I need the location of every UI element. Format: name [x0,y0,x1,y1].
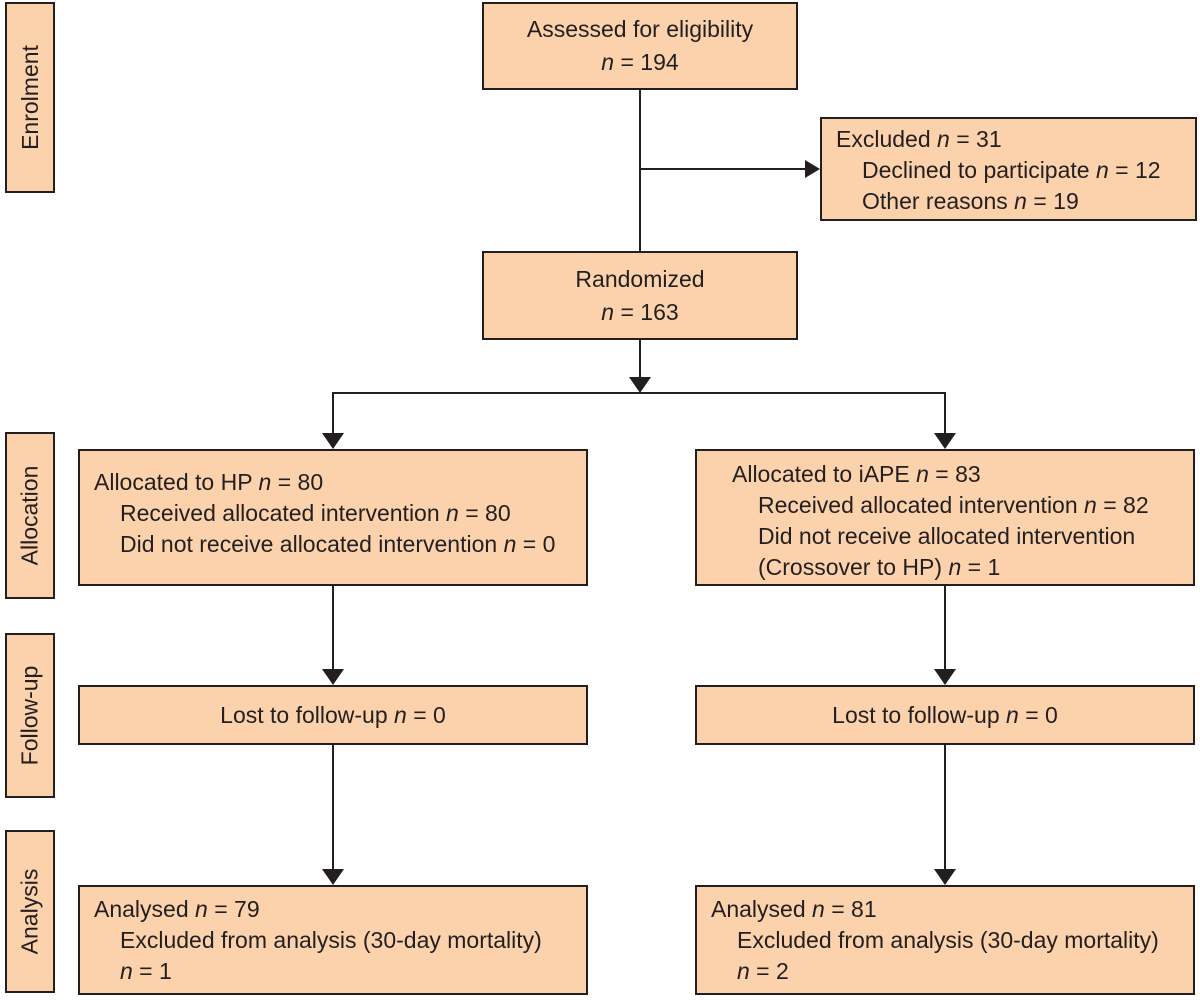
stage-label-allocation: Allocation [5,432,55,599]
connector-followup-to-analysis-iape [944,745,946,870]
arrowhead-followup-hp-icon [322,669,344,685]
box-text-line: Lost to follow-up n = 0 [220,701,446,728]
arrowhead-analysis-iape-icon [934,869,956,885]
box-text-line: n = 2 [737,958,789,984]
box-assessed-eligibility: Assessed for eligibility n = 194 [482,2,798,90]
arrowhead-excluded-icon [805,160,820,178]
stage-label-followup: Follow-up [5,633,55,798]
box-text-line: Assessed for eligibility [526,16,754,42]
box-text-line: Received allocated intervention n = 80 [120,500,511,526]
box-text-line: n = 163 [601,298,679,325]
connector-followup-to-analysis-hp [332,745,334,870]
stage-label-analysis: Analysis [5,830,55,993]
box-text-line: n = 1 [120,958,172,984]
arrowhead-branch-junction-icon [629,377,651,393]
box-followup-hp: Lost to follow-up n = 0 [78,685,588,745]
stage-label-followup-text: Follow-up [16,665,43,766]
connector-branch-to-alloc-iape [944,392,946,434]
box-followup-iape: Lost to follow-up n = 0 [695,685,1195,745]
box-text-line: Did not receive allocated intervention n… [120,531,556,557]
box-text-line: Excluded from analysis (30-day mortality… [737,927,1159,953]
connector-alloc-to-followup-iape [944,586,946,670]
box-text-line: n = 194 [601,49,679,75]
box-text-line: Declined to participate n = 12 [862,157,1161,183]
box-text-line: Excluded n = 31 [836,126,1002,152]
stage-label-enrolment: Enrolment [5,2,55,193]
connector-assessed-to-randomized [639,90,641,251]
box-text-line: (Crossover to HP) n = 1 [758,554,1001,580]
arrowhead-analysis-hp-icon [322,869,344,885]
box-excluded: Excluded n = 31 Declined to participate n… [820,117,1197,221]
arrowhead-alloc-hp-icon [322,433,344,449]
box-text-line: Analysed n = 81 [711,896,877,922]
box-text-line: Analysed n = 79 [94,896,260,922]
box-text-line: Received allocated intervention n = 82 [758,492,1149,518]
box-text-line: Allocated to HP n = 80 [94,469,324,495]
stage-label-analysis-text: Analysis [16,868,43,955]
box-text-line: Other reasons n = 19 [862,188,1079,214]
box-allocated-iape: Allocated to iAPE n = 83 Received allocat… [695,449,1195,586]
connector-branch-to-alloc-hp [332,392,334,434]
box-text-line: Randomized [575,265,705,292]
connector-randomized-to-branch [639,340,641,378]
stage-label-allocation-text: Allocation [16,465,43,566]
branch-horizontal-line [332,392,946,394]
box-allocated-hp: Allocated to HP n = 80 Received allocated… [78,449,588,586]
connector-alloc-to-followup-hp [332,586,334,670]
box-text-line: Lost to follow-up n = 0 [832,701,1058,728]
box-text-line: Did not receive allocated intervention [758,523,1136,549]
box-randomized: Randomized n = 163 [482,251,798,340]
box-text-line: Allocated to iAPE n = 83 [732,461,981,487]
connector-to-excluded [640,168,806,170]
stage-label-enrolment-text: Enrolment [16,45,43,150]
arrowhead-followup-iape-icon [934,669,956,685]
arrowhead-alloc-iape-icon [934,433,956,449]
box-text-line: Excluded from analysis (30-day mortality… [120,927,542,953]
box-analysed-iape: Analysed n = 81 Excluded from analysis (3… [695,885,1195,995]
box-analysed-hp: Analysed n = 79 Excluded from analysis (3… [78,885,588,995]
